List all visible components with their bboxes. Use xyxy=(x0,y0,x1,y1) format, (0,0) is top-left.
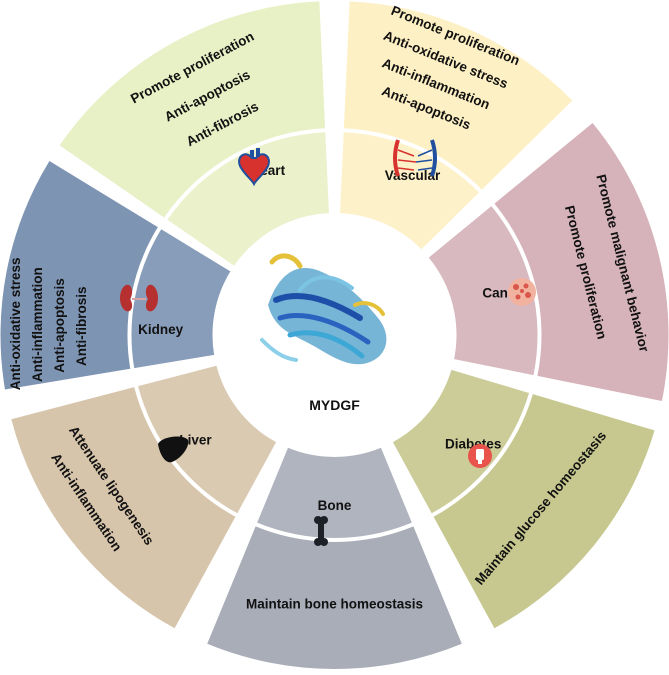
kidney-effect-2: Anti-inflammation xyxy=(30,267,45,382)
bone-effect-1: Maintain bone homeostasis xyxy=(246,597,423,612)
bone-icon xyxy=(314,516,328,546)
heart-icon xyxy=(238,148,270,187)
kidney-outer-sector xyxy=(0,160,158,390)
blood-vessel-icon xyxy=(393,139,437,177)
kidney-inner-sector xyxy=(131,229,231,369)
kidney-effect-3: Anti-apoptosis xyxy=(52,278,67,373)
bone-outer-sector xyxy=(207,526,462,670)
cancer-outer-sector xyxy=(494,123,669,402)
heart-inner-sector xyxy=(167,132,329,266)
heart-outer-sector xyxy=(59,1,326,218)
kidney-icon xyxy=(120,284,158,312)
vascular-inner-sector xyxy=(340,132,480,250)
vascular-outer-sector xyxy=(343,1,573,190)
protein-structure-icon xyxy=(260,253,387,365)
bone-organ-label: Bone xyxy=(318,498,352,513)
kidney-effect-1: Anti-oxidative stress xyxy=(8,258,23,391)
bone-inner-sector xyxy=(257,447,412,538)
kidney-organ-label: Kidney xyxy=(138,322,184,337)
liver-icon xyxy=(158,436,189,463)
liver-outer-sector xyxy=(11,387,236,629)
glucose-meter-icon xyxy=(468,444,492,468)
tumor-cell-icon xyxy=(508,278,536,306)
kidney-effect-4: Anti-fibrosis xyxy=(74,286,89,366)
diabetes-inner-sector xyxy=(392,369,530,514)
liver-inner-sector xyxy=(138,365,277,514)
diabetes-outer-sector xyxy=(433,394,655,629)
center-label: MYDGF xyxy=(309,397,360,413)
vascular-organ-label: Vascular xyxy=(385,168,441,183)
cancer-inner-sector xyxy=(428,206,538,376)
